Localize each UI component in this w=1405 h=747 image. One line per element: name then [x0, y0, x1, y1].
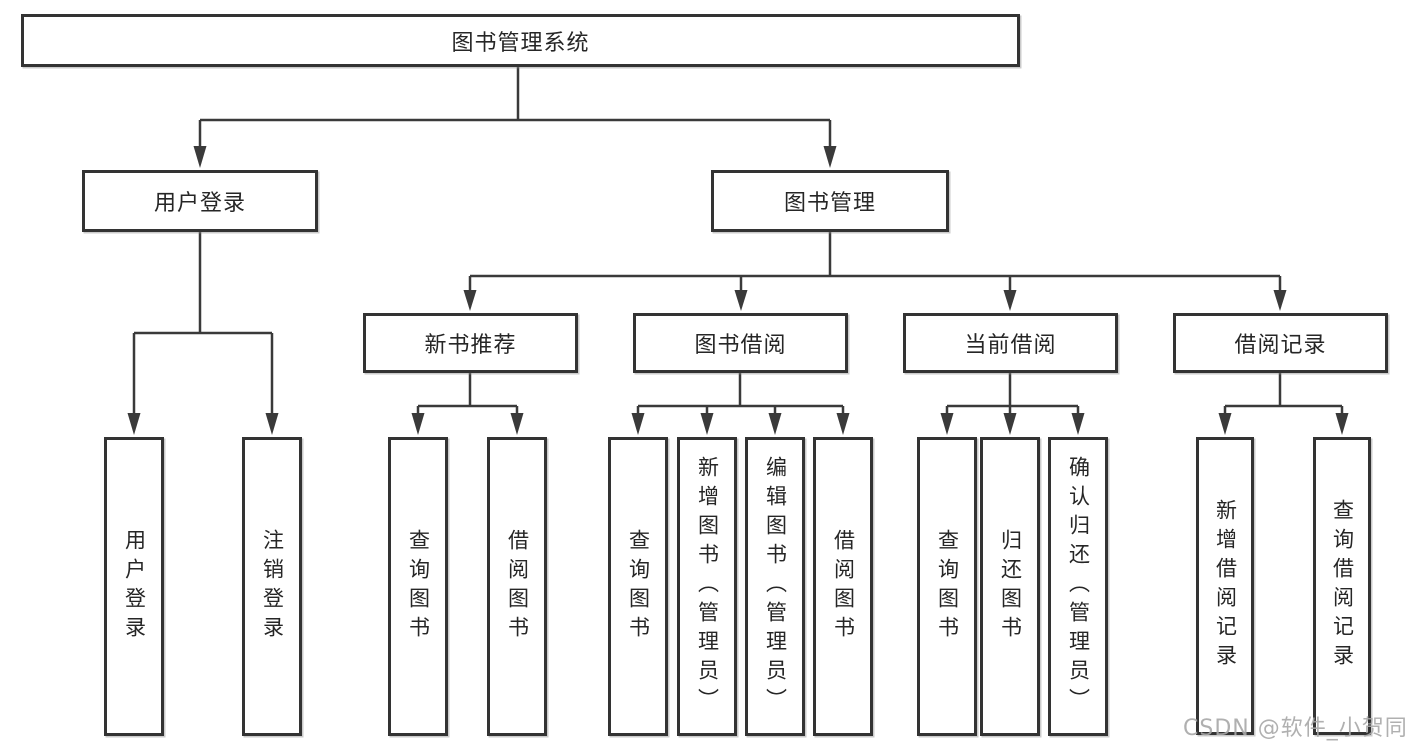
node-user-login-label: 用户登录	[153, 191, 246, 216]
node-borrow-records-label: 借阅记录	[1234, 333, 1327, 358]
leaf-current-return-book-label: 归还图书	[998, 528, 1023, 645]
node-book-manage: 图书管理	[711, 170, 949, 232]
leaf-borrow-query-book-label: 查询图书	[626, 528, 651, 645]
leaf-borrow-edit-book-admin-label: 编辑图书（管理员）	[763, 456, 788, 717]
leaf-logout: 注销登录	[242, 437, 302, 736]
leaf-user-login-label: 用户登录	[122, 528, 147, 645]
leaf-records-query-record: 查询借阅记录	[1313, 437, 1371, 735]
leaf-borrow-add-book-admin-label: 新增图书（管理员）	[695, 456, 720, 717]
leaf-borrow-edit-book-admin: 编辑图书（管理员）	[745, 437, 805, 736]
node-root-label: 图书管理系统	[451, 30, 590, 56]
leaf-borrow-query-book: 查询图书	[608, 437, 668, 736]
leaf-borrow-borrow-book: 借阅图书	[813, 437, 873, 736]
leaf-records-query-record-label: 查询借阅记录	[1330, 499, 1355, 673]
leaf-recommend-borrow-book: 借阅图书	[487, 437, 547, 736]
csdn-watermark: CSDN @软件_小贺同学	[1183, 716, 1405, 741]
node-current-borrow: 当前借阅	[903, 313, 1118, 373]
leaf-current-query-book: 查询图书	[917, 437, 977, 736]
node-new-book-recommend: 新书推荐	[363, 313, 578, 373]
node-root: 图书管理系统	[21, 14, 1020, 67]
leaf-records-add-record: 新增借阅记录	[1196, 437, 1254, 735]
node-new-book-recommend-label: 新书推荐	[424, 333, 517, 358]
leaf-current-confirm-return-admin: 确认归还（管理员）	[1048, 437, 1108, 736]
leaf-user-login: 用户登录	[104, 437, 164, 736]
node-book-borrow: 图书借阅	[633, 313, 848, 373]
node-book-borrow-label: 图书借阅	[694, 333, 787, 358]
leaf-recommend-borrow-book-label: 借阅图书	[505, 528, 530, 645]
leaf-recommend-query-book: 查询图书	[388, 437, 448, 736]
leaf-current-return-book: 归还图书	[980, 437, 1040, 736]
node-borrow-records: 借阅记录	[1173, 313, 1388, 373]
leaf-recommend-query-book-label: 查询图书	[406, 528, 431, 645]
node-current-borrow-label: 当前借阅	[964, 333, 1057, 358]
leaf-current-confirm-return-admin-label: 确认归还（管理员）	[1066, 456, 1091, 717]
leaf-borrow-borrow-book-label: 借阅图书	[831, 528, 856, 645]
node-book-manage-label: 图书管理	[783, 191, 876, 216]
leaf-records-add-record-label: 新增借阅记录	[1213, 499, 1238, 673]
leaf-logout-label: 注销登录	[260, 528, 285, 645]
leaf-borrow-add-book-admin: 新增图书（管理员）	[677, 437, 737, 736]
node-user-login: 用户登录	[82, 170, 318, 232]
leaf-current-query-book-label: 查询图书	[935, 528, 960, 645]
